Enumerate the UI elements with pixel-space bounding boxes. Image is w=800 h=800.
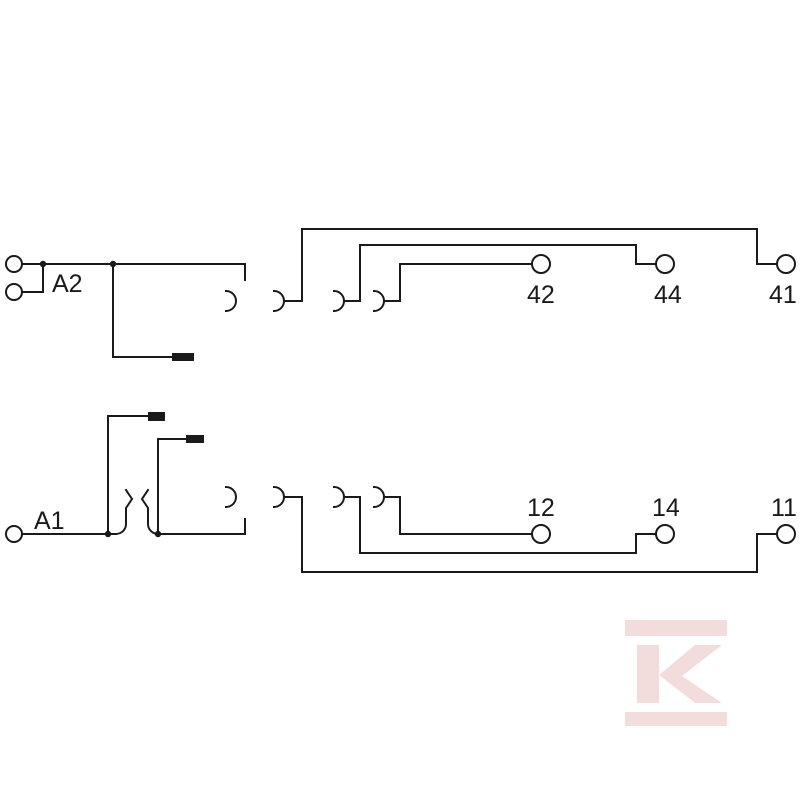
a2-circuit	[21, 260, 246, 361]
coil-marker-top	[172, 353, 194, 361]
label-42: 42	[527, 281, 555, 309]
a1-circuit	[21, 412, 246, 538]
terminal-44	[655, 254, 675, 274]
terminal-41	[776, 254, 796, 274]
a2-terminal-upper	[5, 255, 23, 273]
terminal-42	[531, 254, 551, 274]
terminal-11	[776, 524, 796, 544]
contact-set-4-wiring	[283, 228, 779, 302]
label-11: 11	[771, 494, 797, 522]
terminal-14	[655, 524, 675, 544]
label-12: 12	[527, 494, 555, 522]
a1-terminal	[5, 525, 23, 543]
coil-marker-a	[148, 412, 165, 421]
coil-marker-b	[186, 435, 204, 443]
a1-label: A1	[34, 507, 65, 535]
a2-terminal-lower	[5, 283, 23, 301]
terminal-12	[531, 524, 551, 544]
label-14: 14	[652, 494, 680, 522]
label-44: 44	[654, 281, 682, 309]
label-41: 41	[769, 281, 797, 309]
watermark-logo	[625, 620, 727, 726]
contact-set-1-wiring	[283, 496, 779, 573]
a2-label: A2	[52, 270, 83, 298]
